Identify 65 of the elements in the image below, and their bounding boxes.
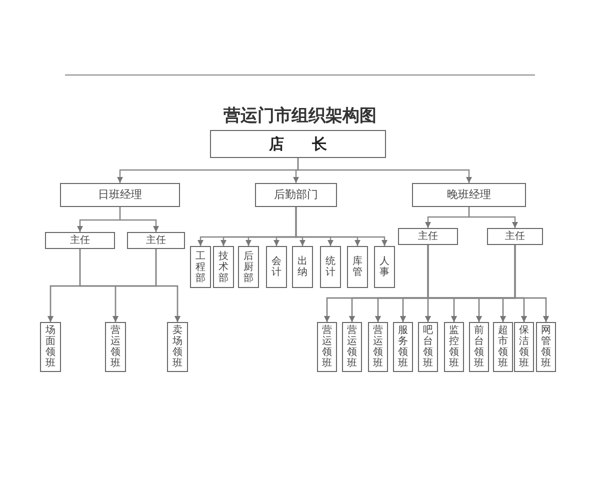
vertical-role-box xyxy=(292,246,313,288)
role-label: 主任 xyxy=(146,235,166,246)
chart-title: 营运门市组织架构图 xyxy=(222,105,378,127)
vertical-role-box xyxy=(40,322,61,372)
role-label: 后勤部门 xyxy=(274,188,318,202)
role-label: 网管领班 xyxy=(541,325,551,369)
role-label: 工程部 xyxy=(196,250,206,284)
connector-arrow xyxy=(119,207,159,232)
role-box xyxy=(412,183,526,207)
role-label: 会计 xyxy=(272,256,282,278)
vertical-role-box xyxy=(238,246,259,288)
connector-arrow xyxy=(297,158,472,183)
vertical-role-box xyxy=(317,322,337,372)
role-label: 超市领班 xyxy=(498,325,508,369)
role-label: 后厨部 xyxy=(244,250,254,284)
role-label: 营运领班 xyxy=(373,325,383,369)
vertical-role-box xyxy=(393,322,413,372)
top-role-box xyxy=(210,130,386,158)
vertical-role-box xyxy=(266,246,287,288)
role-label: 卖场领班 xyxy=(172,325,182,369)
role-label: 主任 xyxy=(70,235,90,246)
role-label: 店 长 xyxy=(269,136,327,152)
vertical-role-box xyxy=(368,322,388,372)
role-box xyxy=(127,232,185,249)
vertical-role-box xyxy=(105,322,126,372)
role-label: 营运领班 xyxy=(322,325,332,369)
role-label: 服务领班 xyxy=(398,325,408,369)
role-label: 技术部 xyxy=(218,250,228,284)
role-label: 保洁领班 xyxy=(519,325,529,369)
vertical-role-box xyxy=(213,246,234,288)
vertical-role-box xyxy=(374,246,395,288)
role-box xyxy=(398,228,458,245)
vertical-role-box xyxy=(536,322,556,372)
vertical-role-box xyxy=(347,246,368,288)
role-box xyxy=(487,228,543,245)
role-box xyxy=(45,232,115,249)
role-label: 主任 xyxy=(418,231,438,242)
role-label: 前台领班 xyxy=(474,325,484,369)
vertical-role-box xyxy=(514,322,534,372)
role-label: 人事 xyxy=(380,256,390,278)
role-label: 出纳 xyxy=(298,256,308,278)
role-label: 晚班经理 xyxy=(447,188,491,202)
vertical-role-box xyxy=(418,322,438,372)
connector-arrow xyxy=(468,207,518,228)
role-label: 统计 xyxy=(326,256,336,278)
vertical-role-box xyxy=(444,322,464,372)
vertical-role-box xyxy=(320,246,341,288)
role-box xyxy=(255,183,337,207)
role-label: 吧台领班 xyxy=(423,325,433,369)
connector-arrow xyxy=(514,245,549,322)
role-label: 营运领班 xyxy=(110,325,120,369)
connector-arrow xyxy=(155,249,180,322)
connector-arrow xyxy=(295,207,388,246)
vertical-role-box xyxy=(190,246,211,288)
vertical-role-box xyxy=(469,322,489,372)
role-label: 库管 xyxy=(352,256,362,278)
vertical-role-box xyxy=(167,322,188,372)
role-label: 营运领班 xyxy=(347,325,357,369)
vertical-role-box xyxy=(342,322,362,372)
role-box xyxy=(60,183,180,207)
role-label: 监控领班 xyxy=(449,325,459,369)
role-label: 场面领班 xyxy=(46,325,56,369)
role-label: 主任 xyxy=(505,231,525,242)
role-label: 日班经理 xyxy=(98,188,142,202)
vertical-role-box xyxy=(493,322,513,372)
